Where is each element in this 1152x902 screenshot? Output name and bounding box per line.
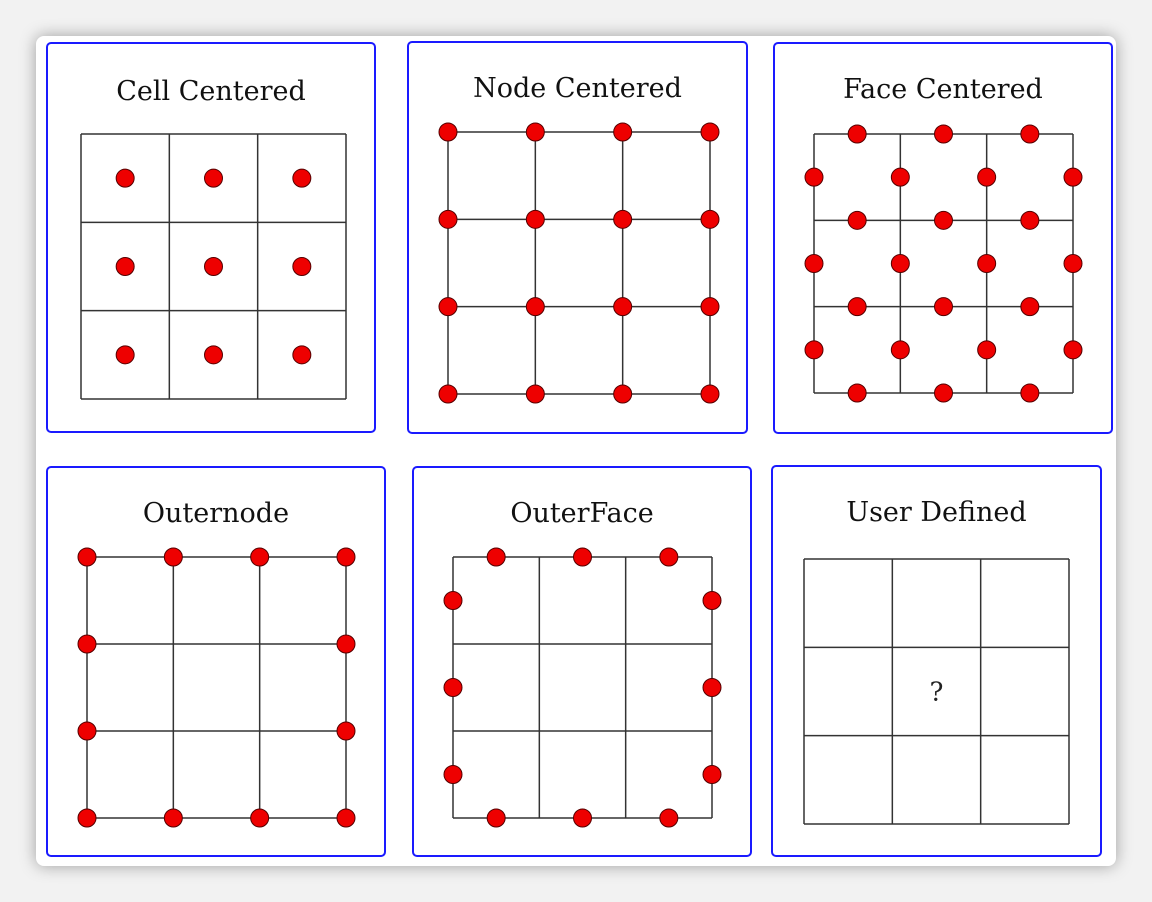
sample-point <box>934 124 953 144</box>
sample-point <box>336 547 356 567</box>
sample-point <box>438 297 458 317</box>
sample-point <box>525 209 545 229</box>
sample-point <box>1020 297 1040 317</box>
sample-point <box>934 383 953 403</box>
sample-point <box>1063 340 1083 360</box>
sample-point <box>573 808 592 828</box>
sample-point <box>1020 124 1040 144</box>
sample-point <box>336 721 356 741</box>
sample-point <box>847 383 867 403</box>
sample-point <box>934 210 953 230</box>
sample-point <box>204 257 223 276</box>
sample-point <box>659 547 679 567</box>
sample-point <box>525 122 545 142</box>
sample-point <box>702 765 722 784</box>
sample-point <box>1063 167 1083 187</box>
panel-outernode: Outernode <box>46 466 386 857</box>
outerface-grid <box>443 547 722 828</box>
panel-title: Outernode <box>142 498 290 529</box>
sample-point <box>613 122 633 142</box>
sample-point <box>204 168 223 188</box>
sample-point <box>443 678 463 697</box>
sample-point <box>486 547 506 567</box>
panel-outerface: OuterFace <box>412 466 752 857</box>
sample-point <box>1020 210 1040 230</box>
sample-point <box>115 257 135 276</box>
panel-node-centered: Node Centered <box>407 41 748 434</box>
sample-point <box>702 591 722 610</box>
sample-point <box>77 721 97 741</box>
sample-point <box>250 808 270 828</box>
sample-point <box>443 765 463 784</box>
sample-point <box>573 547 592 567</box>
sample-point <box>1063 254 1083 273</box>
sample-point <box>525 384 545 404</box>
sample-point <box>163 547 183 567</box>
sample-point <box>443 591 463 610</box>
sample-point <box>890 340 910 360</box>
sample-point <box>336 634 356 654</box>
sample-point <box>115 168 135 188</box>
sample-point <box>977 340 997 360</box>
sample-point <box>700 297 720 317</box>
sample-point <box>804 254 824 273</box>
sample-point <box>163 808 183 828</box>
panel-user-defined: User Defined ? <box>771 465 1102 857</box>
sample-point <box>336 808 356 828</box>
sample-point <box>700 122 720 142</box>
sample-point <box>77 547 97 567</box>
cell-centered-grid <box>80 133 347 400</box>
panel-title: OuterFace <box>510 498 654 529</box>
panel-title: User Defined <box>846 497 1027 528</box>
diagram-canvas: Cell Centered Node Centered Face Centere… <box>36 36 1116 866</box>
sample-point <box>700 209 720 229</box>
sample-point <box>613 209 633 229</box>
sample-point <box>977 167 997 187</box>
sample-point <box>115 345 135 365</box>
sample-point <box>292 345 312 365</box>
center-question-label: ? <box>930 678 944 708</box>
face-centered-grid <box>804 124 1083 403</box>
sample-point <box>847 210 867 230</box>
sample-point <box>700 384 720 404</box>
sample-point <box>438 122 458 142</box>
panel-cell-centered: Cell Centered <box>46 42 376 433</box>
sample-point <box>702 678 722 697</box>
sample-point <box>438 384 458 404</box>
sample-point <box>847 297 867 317</box>
sample-point <box>890 254 910 273</box>
node-centered-grid <box>438 122 720 404</box>
sample-point <box>659 808 679 828</box>
sample-point <box>847 124 867 144</box>
sample-point <box>804 167 824 187</box>
panel-title: Node Centered <box>473 73 682 104</box>
sample-point <box>292 257 312 276</box>
sample-point <box>977 254 997 273</box>
sample-point <box>613 297 633 317</box>
sample-point <box>77 808 97 828</box>
sample-point <box>486 808 506 828</box>
sample-point <box>77 634 97 654</box>
sample-point <box>804 340 824 360</box>
user-defined-grid: ? <box>803 558 1070 825</box>
panel-title: Cell Centered <box>116 76 306 107</box>
sample-point <box>250 547 270 567</box>
sample-point <box>1020 383 1040 403</box>
panel-title: Face Centered <box>843 74 1043 105</box>
sample-point <box>292 168 312 188</box>
sample-point <box>613 384 633 404</box>
outernode-grid <box>77 547 356 828</box>
sample-point <box>525 297 545 317</box>
sample-point <box>934 297 953 317</box>
sample-point <box>204 345 223 365</box>
sample-point <box>890 167 910 187</box>
panel-face-centered: Face Centered <box>773 42 1113 434</box>
sample-point <box>438 209 458 229</box>
